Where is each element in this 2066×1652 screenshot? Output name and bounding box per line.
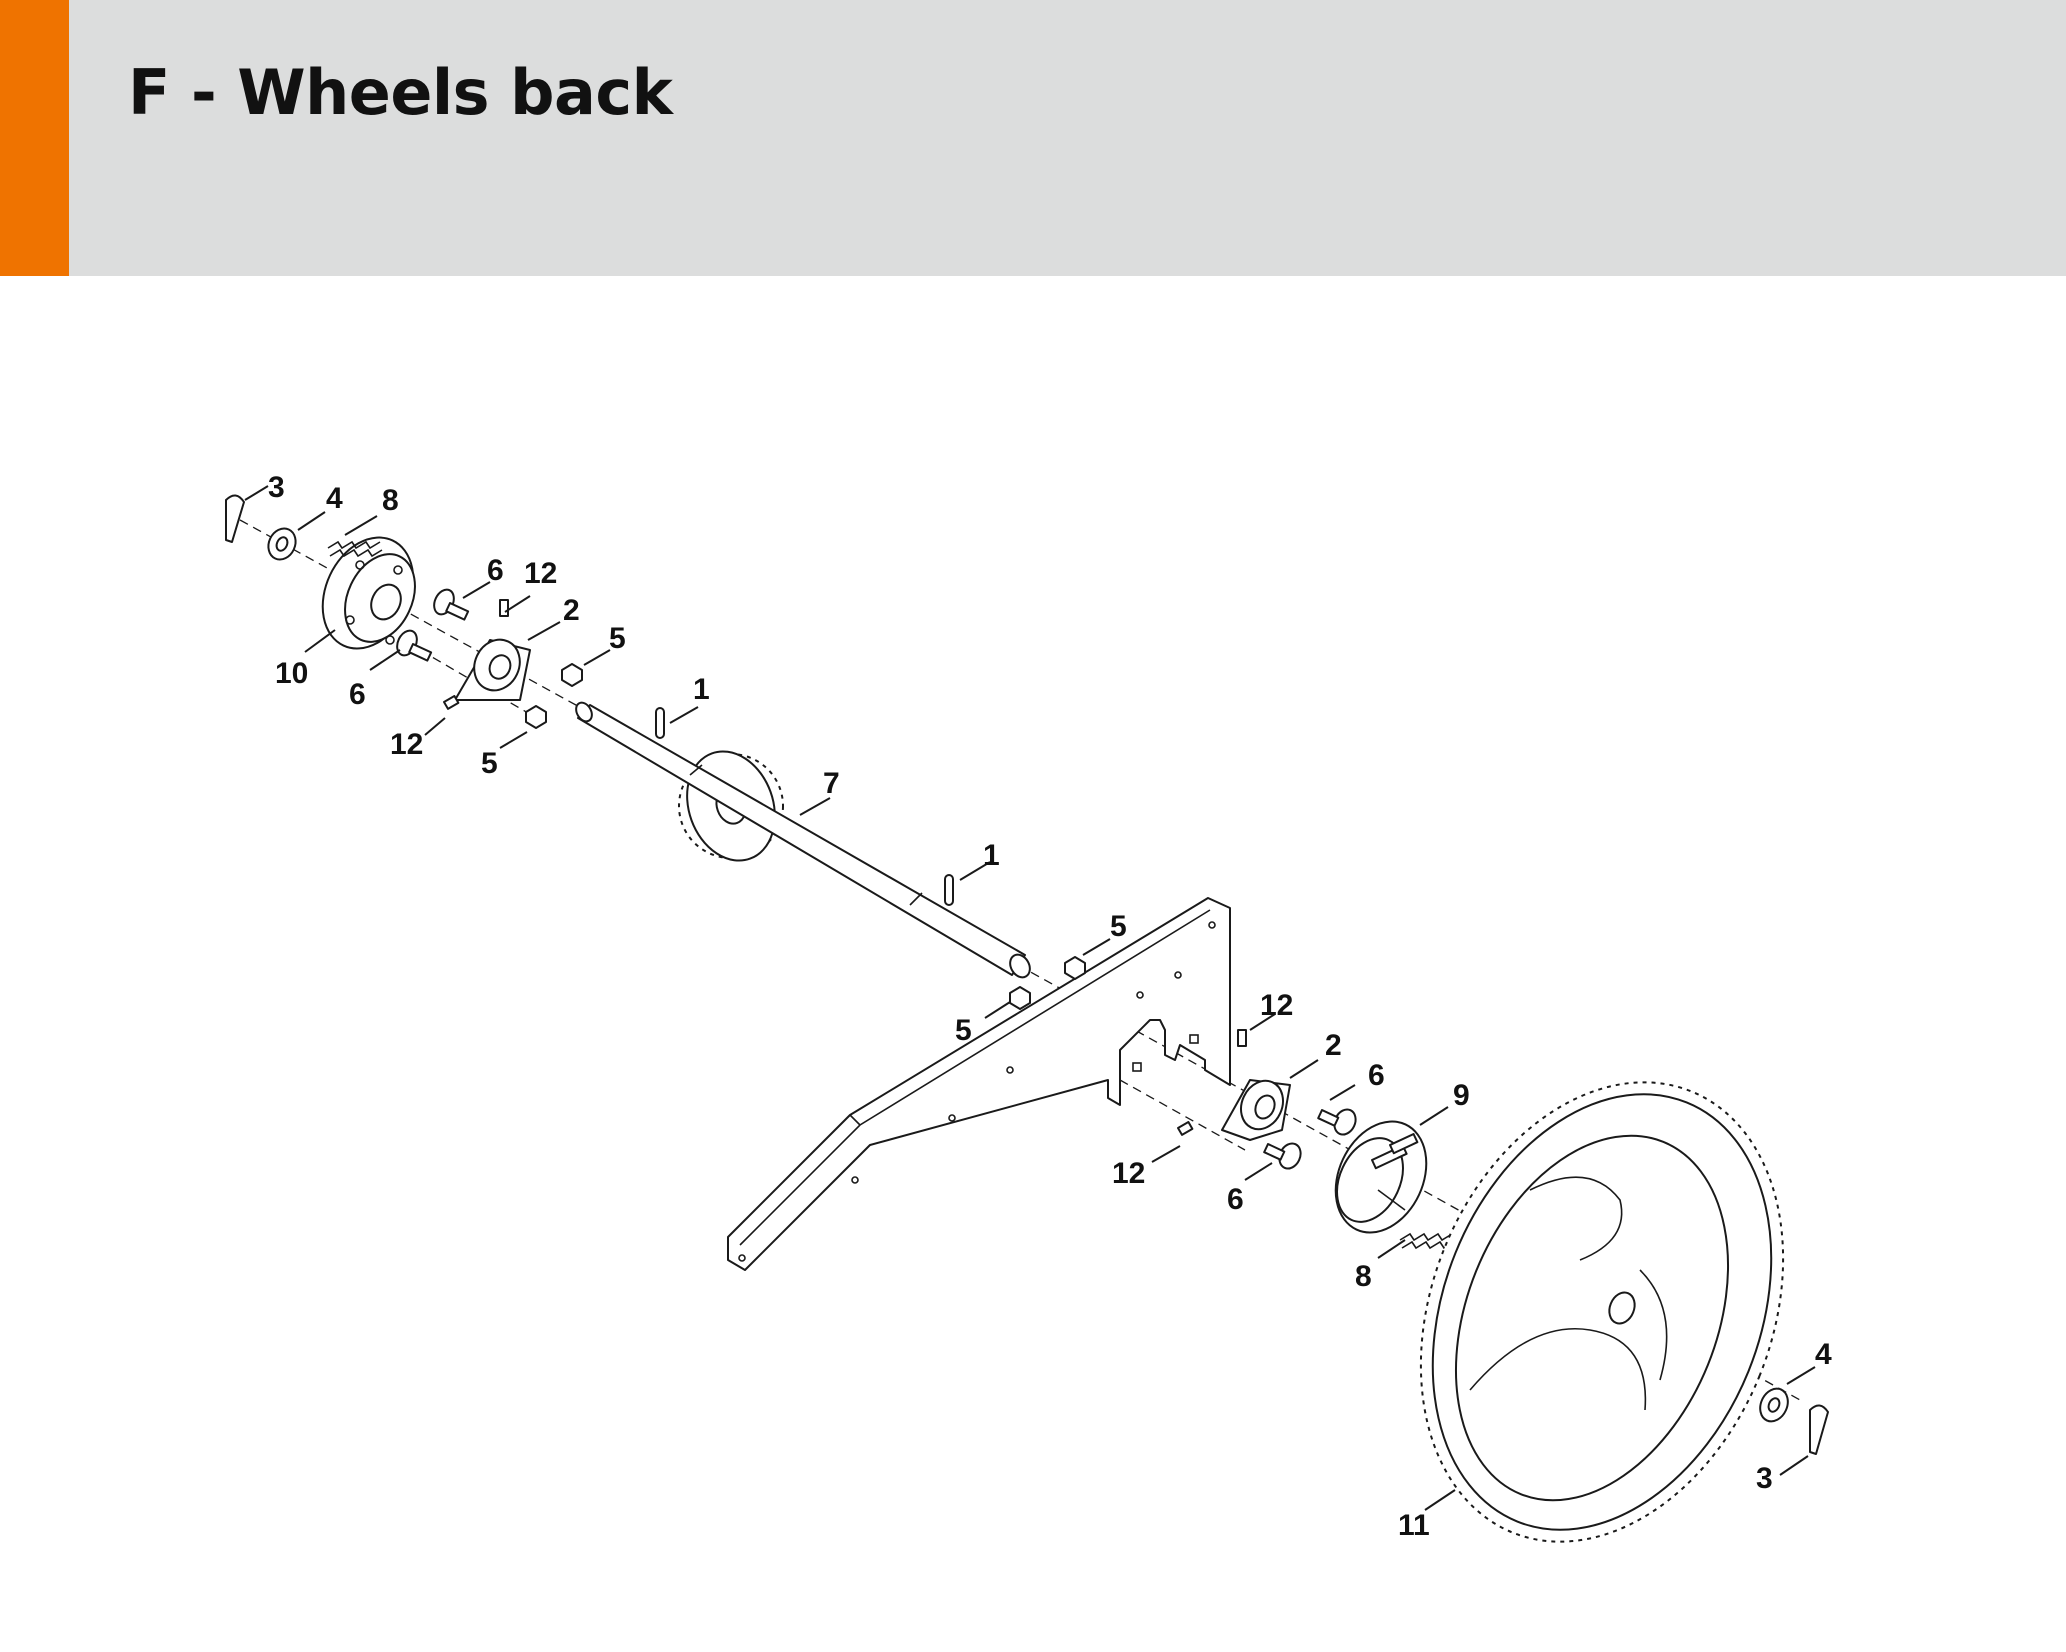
header-bar: F - Wheels back	[0, 0, 2066, 276]
callout-numbers: 3 4 8 6 12 2 5 10 6 12 5 1 7 1 5 5 12 2 …	[268, 471, 1832, 1542]
assembly-axis-lines	[239, 519, 1801, 1401]
callout-2b: 2	[1325, 1029, 1342, 1062]
leader-lines	[244, 485, 1816, 1511]
callout-3b: 3	[1756, 1462, 1773, 1495]
page-title: F - Wheels back	[128, 56, 673, 129]
callout-12c: 12	[1260, 989, 1293, 1022]
left-fasteners	[396, 588, 583, 729]
left-bearing-flange	[454, 638, 531, 701]
left-spring	[327, 540, 383, 558]
callout-5b: 5	[481, 747, 498, 780]
accent-stripe	[0, 0, 69, 276]
right-bearing-flange	[1221, 1079, 1291, 1141]
right-fasteners	[1009, 956, 1357, 1170]
callout-11: 11	[1398, 1509, 1430, 1542]
callout-12d: 12	[1112, 1157, 1145, 1190]
frame-bracket	[727, 897, 1231, 1271]
right-washer	[1759, 1387, 1789, 1423]
callout-6: 6	[487, 554, 504, 587]
callout-6c: 6	[1368, 1059, 1385, 1092]
roll-pins	[655, 707, 954, 906]
callout-3: 3	[268, 471, 285, 504]
callout-12: 12	[524, 557, 557, 590]
callout-7: 7	[823, 767, 840, 800]
right-hub-plate	[1334, 1120, 1428, 1234]
left-cotter-pin	[225, 494, 245, 543]
callout-4: 4	[326, 482, 343, 515]
callout-4b: 4	[1815, 1338, 1832, 1371]
callout-12b: 12	[390, 728, 423, 761]
callout-5: 5	[609, 622, 626, 655]
callout-6d: 6	[1227, 1183, 1244, 1216]
callout-1b: 1	[983, 839, 1000, 872]
right-spring	[1399, 1232, 1455, 1250]
callout-9: 9	[1453, 1079, 1470, 1112]
right-cotter-pin	[1809, 1404, 1829, 1455]
callout-6b: 6	[349, 678, 366, 711]
left-hub-plate	[321, 536, 416, 650]
callout-10: 10	[275, 657, 308, 690]
callout-2: 2	[563, 594, 580, 627]
axle-shaft	[575, 701, 1031, 979]
rear-wheel	[1419, 1081, 1785, 1543]
callout-8: 8	[382, 484, 399, 517]
callout-5d: 5	[955, 1014, 972, 1047]
left-washer	[267, 527, 297, 561]
callout-1: 1	[693, 673, 710, 706]
callout-5c: 5	[1110, 910, 1127, 943]
callout-8b: 8	[1355, 1260, 1372, 1293]
